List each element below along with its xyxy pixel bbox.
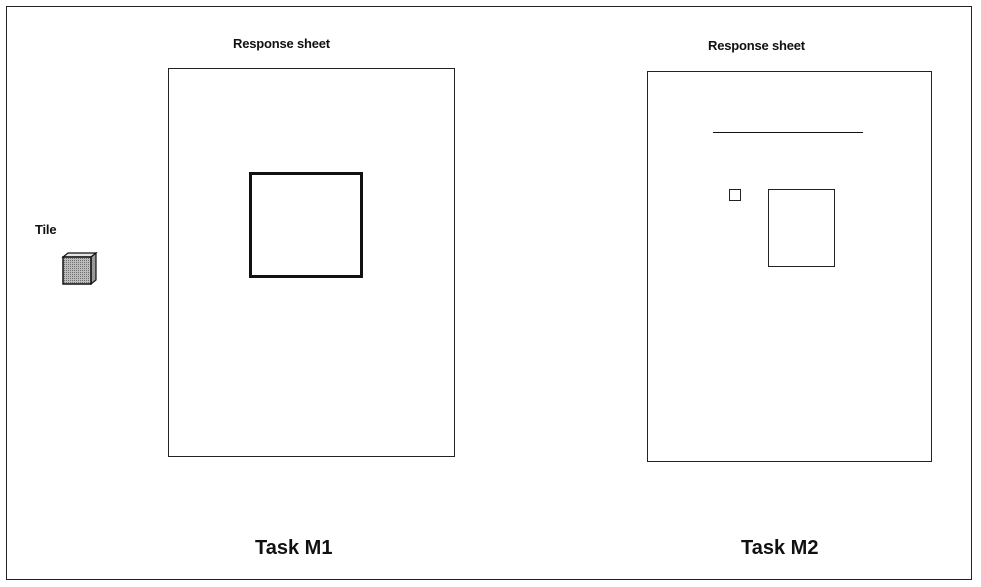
task2-target-rectangle <box>768 189 835 267</box>
tile-icon <box>61 252 98 286</box>
figure-frame <box>6 6 972 580</box>
task2-title: Task M2 <box>741 537 819 559</box>
task2-answer-line <box>713 132 863 133</box>
task1-response-sheet <box>168 68 455 457</box>
task2-sheet-label: Response sheet <box>708 38 805 53</box>
tile-label: Tile <box>35 222 57 237</box>
task1-sheet-label: Response sheet <box>233 36 330 51</box>
task1-title: Task M1 <box>255 537 333 559</box>
task1-target-square <box>249 172 363 278</box>
task2-small-square <box>729 189 741 201</box>
